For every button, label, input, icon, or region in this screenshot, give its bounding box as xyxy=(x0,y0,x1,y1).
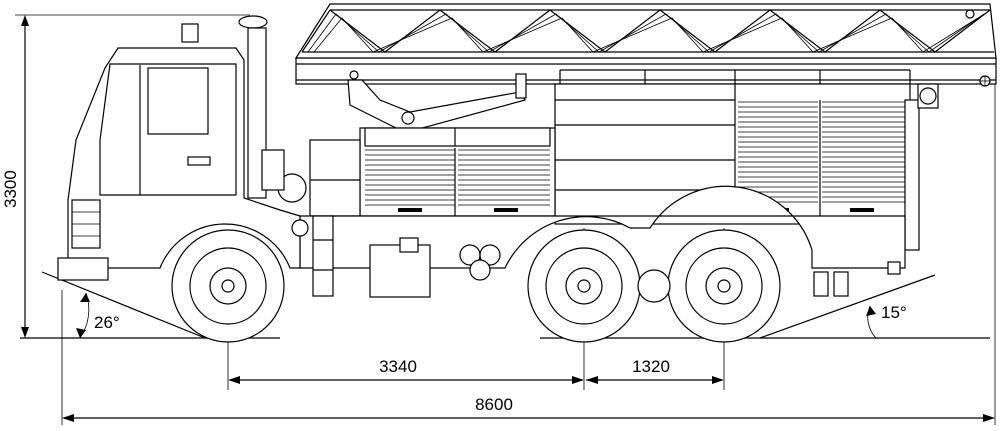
spare-wheel-hub xyxy=(637,269,671,303)
overall-length-label: 8600 xyxy=(475,395,513,414)
pump-equipment xyxy=(261,149,309,237)
departure-angle: 15° xyxy=(759,60,996,425)
rear-wheel-1 xyxy=(527,229,641,343)
departure-angle-label: 15° xyxy=(881,303,907,322)
cab xyxy=(57,15,301,281)
approach-angle: 26° xyxy=(41,271,206,425)
wheelbase-dimensions: 3340 1320 xyxy=(227,228,725,390)
wheelbase-rear-label: 1320 xyxy=(632,357,670,376)
height-label: 3300 xyxy=(1,170,20,208)
wheelbase-front-label: 3340 xyxy=(379,357,417,376)
chassis xyxy=(299,185,906,298)
front-wheel xyxy=(171,229,285,343)
approach-angle-label: 26° xyxy=(94,313,120,332)
overall-length-dimension: 8600 xyxy=(62,395,995,422)
rear-wheel-2 xyxy=(667,229,781,343)
roller-shutters xyxy=(365,101,905,206)
aerial-ladder xyxy=(294,3,997,87)
height-dimension: 3300 xyxy=(1,14,250,338)
ladder-support-arm xyxy=(347,70,527,131)
